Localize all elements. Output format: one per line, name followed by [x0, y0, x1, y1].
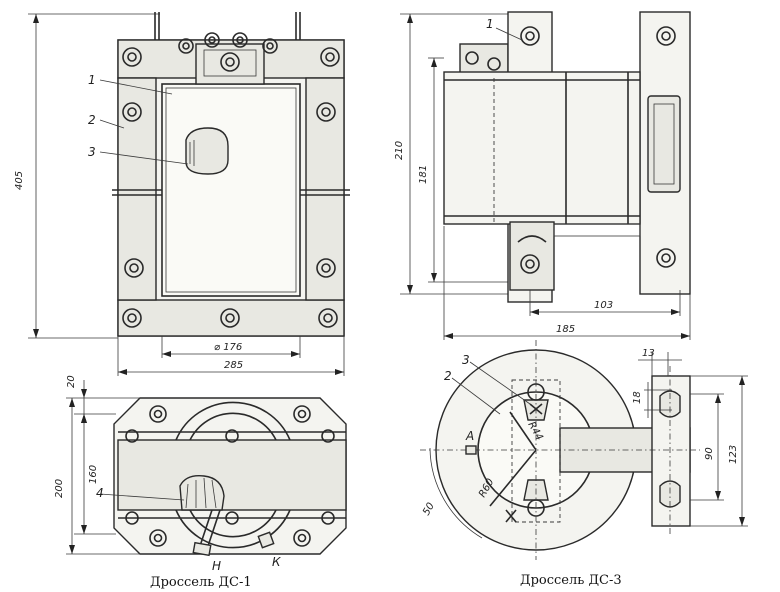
- bolt-icon: [656, 248, 676, 268]
- bolt-icon: [656, 26, 676, 46]
- ds1-label-1: 1: [88, 73, 96, 87]
- ds3-front-view: 210 181: [394, 11, 691, 303]
- ds3-dim-185: 185: [556, 324, 575, 335]
- bolt-icon: [321, 429, 335, 443]
- bolt-icon: [316, 102, 336, 122]
- ds3-front-dims: 1 103 185: [443, 17, 691, 340]
- ds3-dim-210: 210: [394, 141, 405, 160]
- caption-ds3: Дроссель ДС-3: [520, 573, 622, 588]
- ds3-label-a: А: [465, 429, 474, 443]
- ds3-front-bolts: [465, 26, 676, 274]
- ds3-dim-181: 181: [418, 165, 429, 184]
- bolt-icon: [293, 405, 311, 423]
- bolt-icon: [225, 511, 239, 525]
- bolt-icon: [262, 38, 278, 54]
- bolt-icon: [220, 52, 240, 72]
- bolt-icon: [149, 405, 167, 423]
- ds1-label-4: 4: [96, 486, 104, 500]
- caption-ds1: Дроссель ДС-1: [150, 575, 252, 590]
- ds1-dim-160: 160: [88, 465, 99, 484]
- ds1-label-3: 3: [88, 145, 96, 159]
- ds3-dim-103: 103: [594, 300, 613, 311]
- ds1-top-view: 20 200 160 4 Н К: [54, 375, 347, 573]
- ds3-side-dims: 13 18 90 123: [632, 348, 748, 527]
- bolt-icon: [318, 308, 338, 328]
- bolt-icon: [316, 258, 336, 278]
- ds1-label-k: К: [272, 555, 281, 569]
- ds1-front-view: 405: [14, 12, 350, 339]
- ds1-dim-200: 200: [54, 479, 65, 498]
- bolt-icon: [125, 429, 139, 443]
- bolt-icon: [220, 308, 240, 328]
- ds3-dim-18: 18: [632, 391, 643, 404]
- ds1-dim-inner: ⌀ 176: [214, 342, 242, 353]
- ds3-dim-13: 13: [642, 348, 655, 359]
- bolt-icon: [178, 38, 194, 54]
- ds1-dim-20: 20: [66, 375, 77, 388]
- ds1-dim-height: 405: [14, 171, 25, 190]
- ds1-bottom-dims: ⌀ 176 285: [117, 336, 345, 376]
- bolt-icon: [520, 254, 540, 274]
- ds3-label-3: 3: [462, 353, 470, 367]
- bolt-icon: [122, 102, 142, 122]
- ds1-front-bolts: [122, 32, 340, 328]
- bolt-icon: [232, 32, 248, 48]
- bolt-icon: [293, 529, 311, 547]
- ds1-label-2: 2: [88, 113, 96, 127]
- bolt-icon: [204, 32, 220, 48]
- ds3-dim-90: 90: [704, 447, 715, 460]
- ds1-label-n: Н: [212, 559, 221, 573]
- ds1-item-labels: 1 2 3: [88, 73, 189, 165]
- ds1-coil-tap: [185, 127, 229, 175]
- ds3-label-2: 2: [444, 369, 452, 383]
- bolt-icon: [125, 511, 139, 525]
- bolt-icon: [149, 529, 167, 547]
- ds3-label-1: 1: [486, 17, 494, 31]
- ds1-top-bolts: [125, 405, 335, 547]
- bolt-icon: [122, 47, 142, 67]
- bolt-icon: [321, 511, 335, 525]
- ds3-dim-123: 123: [728, 445, 739, 464]
- bolt-icon: [320, 47, 340, 67]
- bolt-icon: [122, 308, 142, 328]
- ds3-side-view: 50: [420, 340, 700, 560]
- bolt-icon: [124, 258, 144, 278]
- bolt-icon: [225, 429, 239, 443]
- bolt-icon: [520, 26, 540, 46]
- bolt-icon: [487, 57, 501, 71]
- ds1-dim-width: 285: [224, 360, 243, 371]
- ds3-dim-50: 50: [421, 501, 437, 518]
- bolt-icon: [465, 51, 479, 65]
